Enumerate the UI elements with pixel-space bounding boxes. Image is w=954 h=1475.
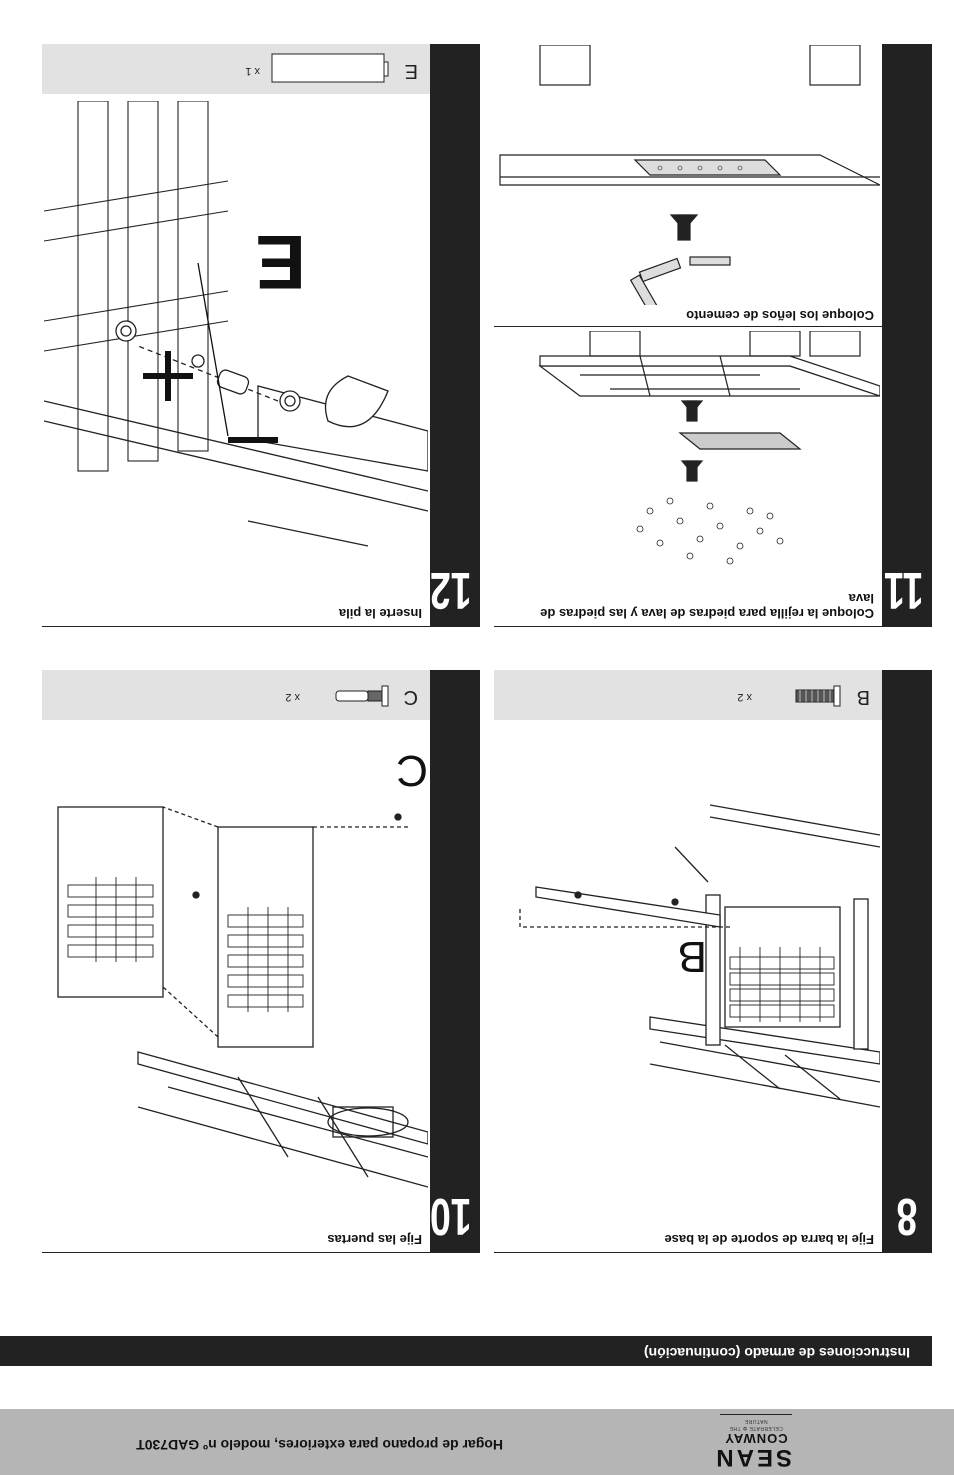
lava-rock-illustration xyxy=(538,331,880,565)
panel-baseline xyxy=(494,626,882,627)
part-qty: x 2 xyxy=(285,691,300,703)
logo-rule xyxy=(720,1414,792,1415)
step-divider xyxy=(494,326,882,327)
part-code: E xyxy=(404,60,418,82)
cement-logs-illustration xyxy=(499,45,880,305)
step-10-illustration xyxy=(57,806,428,1188)
panel-baseline xyxy=(42,1252,430,1253)
part-qty: x 1 xyxy=(245,65,260,77)
panel-baseline xyxy=(42,626,430,627)
step-title: Fije las puertas xyxy=(327,1232,422,1247)
panel-baseline xyxy=(494,1252,882,1253)
screw-b-icon xyxy=(795,685,841,707)
step-tab: 8 xyxy=(882,670,932,1253)
step-12-panel: 12 Inserte la pila xyxy=(42,44,480,627)
step-title: Inserte la pila xyxy=(338,606,422,621)
step-10-panel: 10 Fije las puertas xyxy=(42,670,480,1253)
section-header: Instrucciones de armado (continuación) xyxy=(0,1336,932,1366)
callout-b: B xyxy=(677,932,707,981)
section-title: Instrucciones de armado (continuación) xyxy=(643,1345,910,1361)
sean-conway-logo: SEAN CONWAY CELEBRATE ✿ THE NATURE xyxy=(713,1414,792,1471)
logo-line1: SEAN xyxy=(713,1444,792,1471)
step-8-panel: 8 Fije la barra de soporte de la base xyxy=(494,670,932,1253)
step-number: 11 xyxy=(883,561,924,619)
step-8-illustration xyxy=(519,804,880,1108)
callout-e: E xyxy=(255,219,306,304)
step-title: Fije la barra de soporte de la base xyxy=(664,1232,874,1247)
part-qty: x 2 xyxy=(737,691,752,703)
logo-line2: CONWAY xyxy=(724,1431,788,1446)
footer-title: Hogar de propano para exteriores, modelo… xyxy=(136,1437,503,1453)
bolt-c-icon xyxy=(335,685,389,707)
parts-box: C x 2 xyxy=(42,670,430,720)
logo-tagline: CELEBRATE ✿ THE NATURE xyxy=(729,1418,783,1431)
step-number: 10 xyxy=(429,1187,472,1245)
parts-box: E x 1 xyxy=(42,44,430,94)
part-code: C xyxy=(403,686,418,708)
step-tab: 10 xyxy=(430,670,480,1253)
parts-box: B x 2 xyxy=(494,670,882,720)
step-tab: 11 xyxy=(882,44,932,627)
step-tab: 12 xyxy=(430,44,480,627)
step-12-illustration xyxy=(44,101,428,547)
step-11-panel: 11 Coloque la rejilla para piedras de la… xyxy=(494,44,932,627)
battery-e-icon xyxy=(271,53,389,83)
step-subtitle: Coloque los leños de cemento xyxy=(686,308,874,323)
callout-c: C xyxy=(396,746,428,795)
step-number: 8 xyxy=(896,1187,918,1245)
footer-band: Hogar de propano para exteriores, modelo… xyxy=(0,1409,954,1475)
part-code: B xyxy=(856,686,870,708)
step-number: 12 xyxy=(429,561,472,619)
